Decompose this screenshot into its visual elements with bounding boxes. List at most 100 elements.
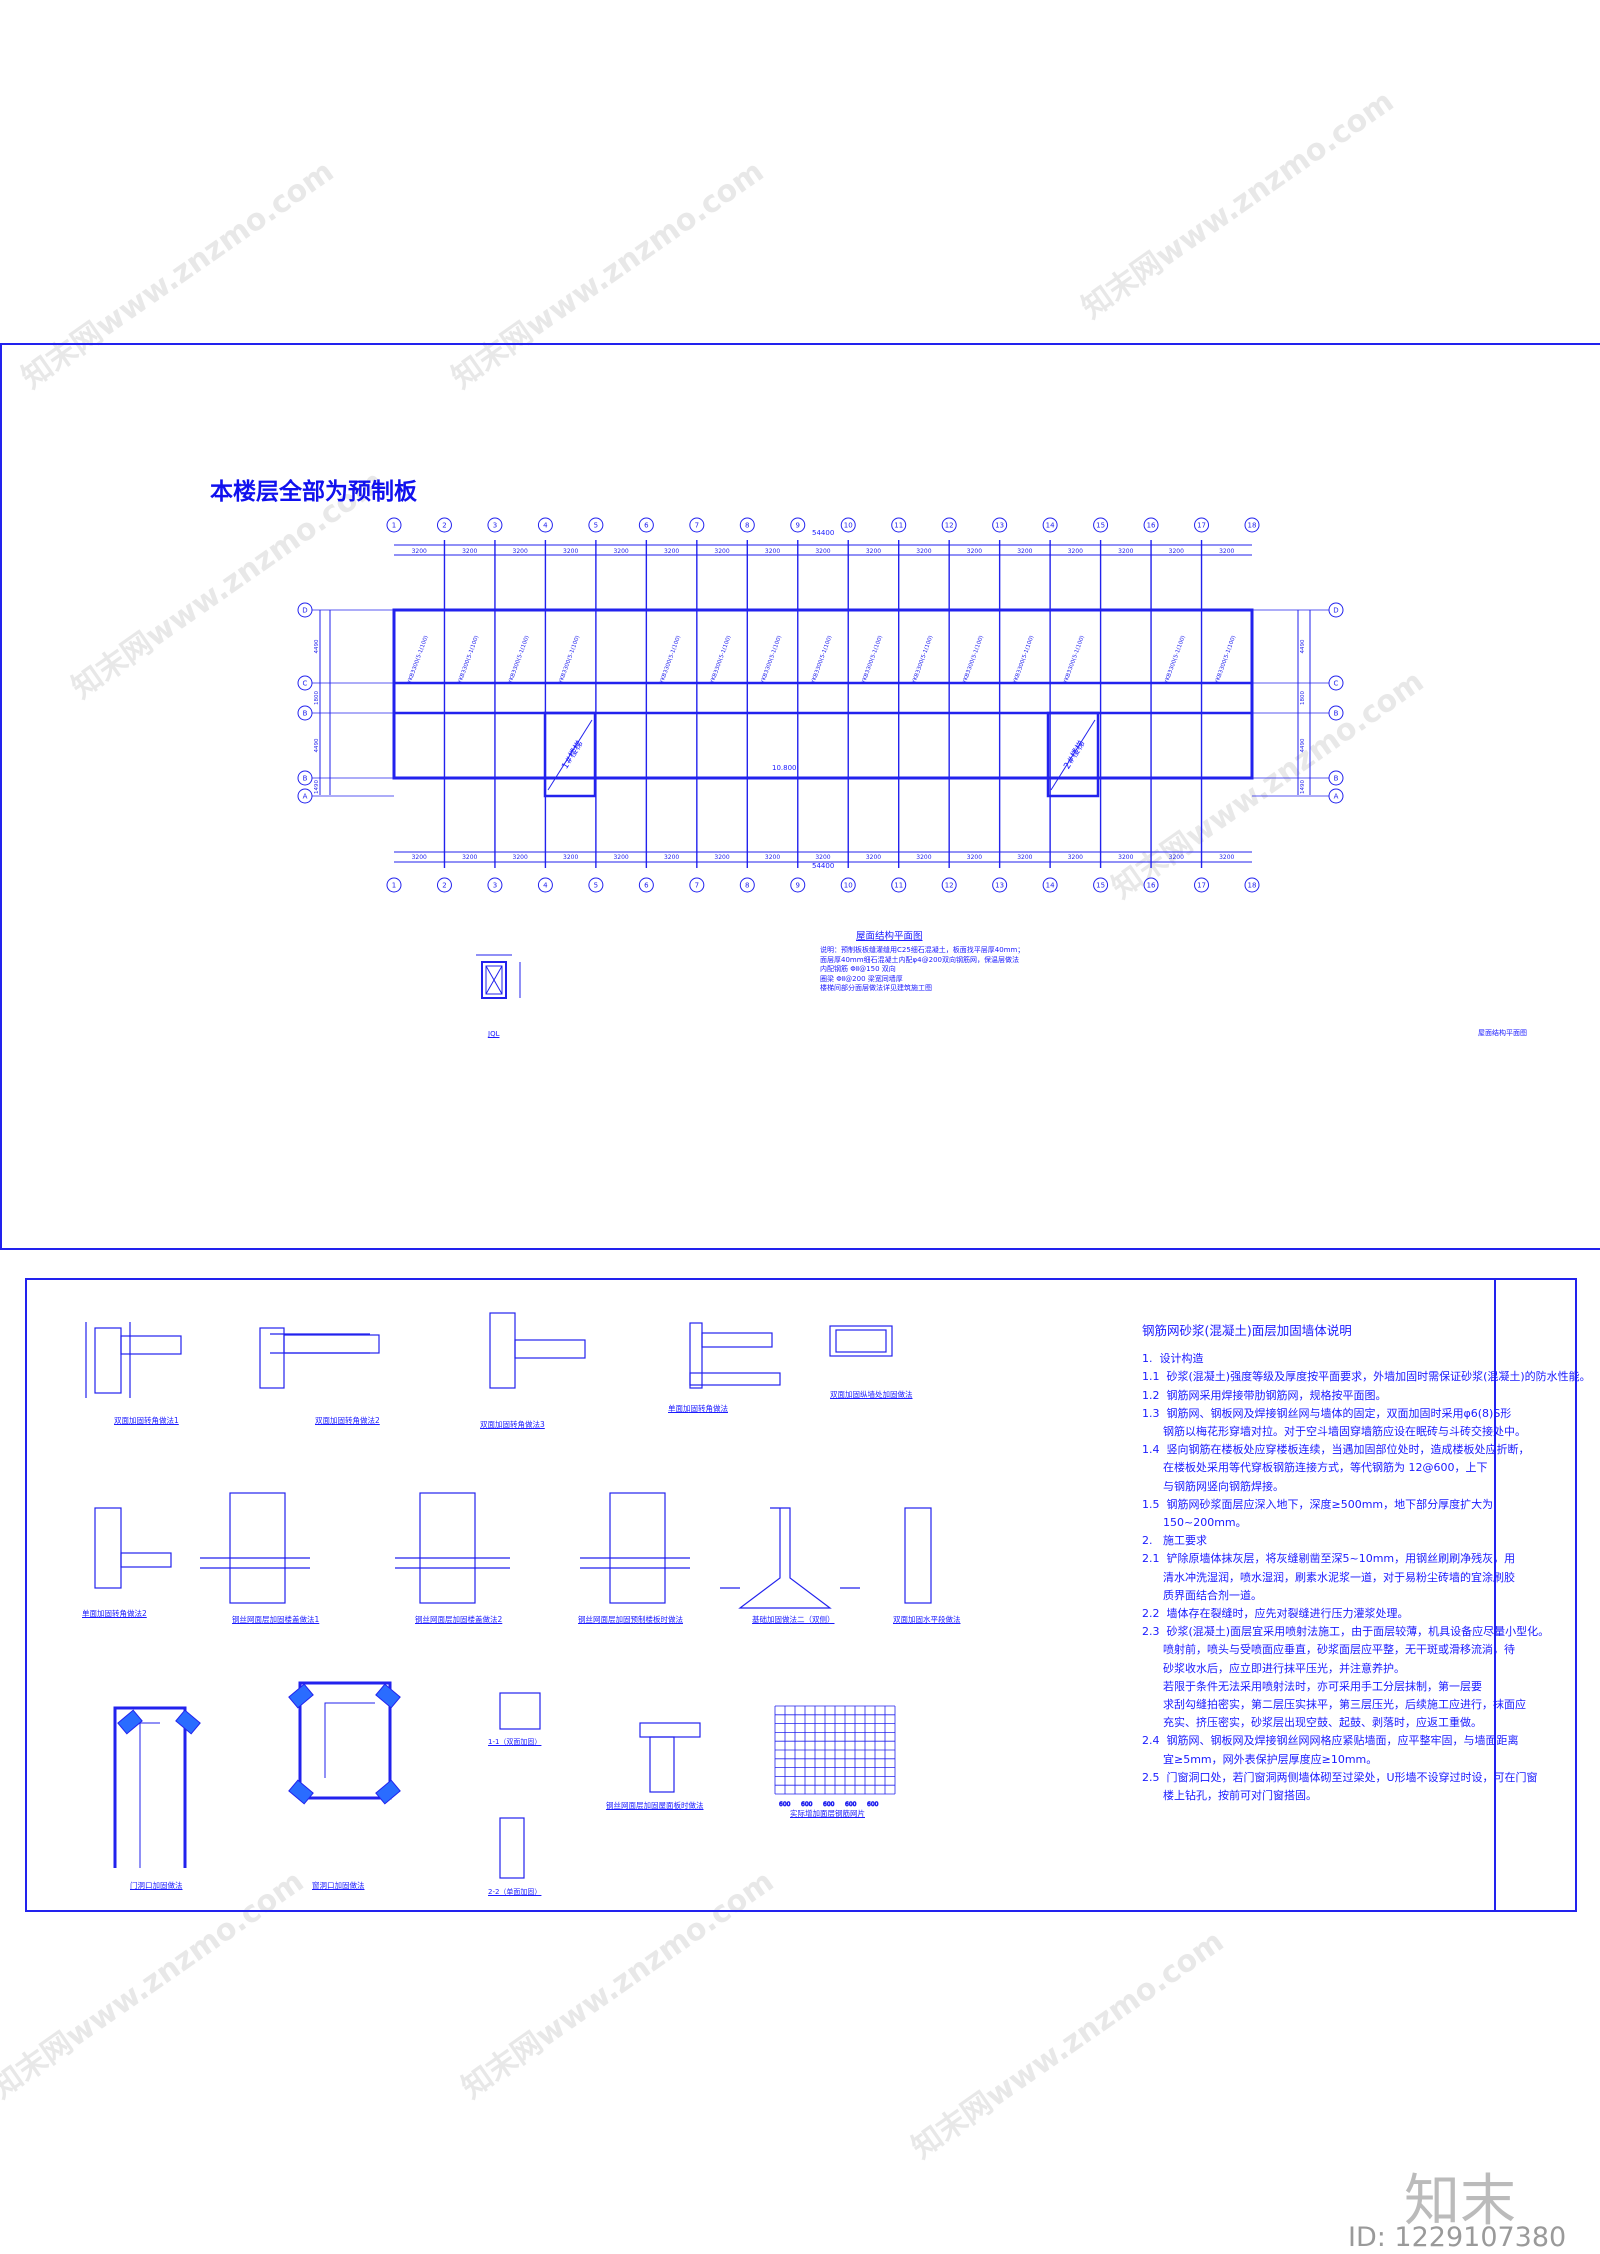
grid-bubble-label: 3: [493, 522, 497, 530]
grid-bubble: [739, 877, 755, 893]
bay-dimension: 3200: [1219, 548, 1234, 555]
bay-dimension: 3200: [1068, 548, 1083, 555]
plan-notes: 说明：预制板板缝灌缝用C25细石混凝土，板面找平层厚40mm； 面层厚40mm细…: [820, 946, 1024, 994]
grid-bubble: [1244, 877, 1260, 893]
row-bubble-label: A: [1334, 793, 1339, 801]
detail-caption: 双面加固纵墙处加固做法: [830, 1390, 913, 1399]
row-bubble: [297, 788, 313, 804]
grid-bubble: [739, 517, 755, 533]
detail-caption: 基础加固做法二（双侧）: [752, 1615, 835, 1624]
grid-bubble-label: 17: [1197, 882, 1206, 890]
bay-dimension: 3200: [916, 548, 931, 555]
grid-bubble: [537, 877, 553, 893]
grid-bubble: [386, 877, 402, 893]
grid-bubble: [1194, 517, 1210, 533]
grid-bubble-label: 5: [594, 522, 598, 530]
row-bubble-label: D: [302, 607, 307, 615]
watermark-text: 知末网www.znzmo.com: [905, 1923, 1231, 2166]
row-bubble-label: A: [303, 793, 308, 801]
detail-caption: 双面加固转角做法3: [480, 1420, 545, 1429]
grid-bubble-label: 10: [844, 882, 853, 890]
mesh-dimension: 600: [823, 1801, 835, 1808]
slab-label: YKB3300(5-1(100): [457, 635, 480, 686]
elevation-label: 10.800: [772, 764, 797, 772]
grid-bubble: [638, 877, 654, 893]
detail-caption: 钢丝网面层加固屋面板时做法: [606, 1801, 704, 1810]
plan-note-line: 楼梯间部分面层做法详见建筑施工图: [820, 984, 932, 993]
grid-bubble-label: 2: [442, 522, 446, 530]
note-line: 与钢筋网竖向钢筋焊接。: [1142, 1479, 1284, 1493]
note-line: 150~200mm。: [1142, 1516, 1247, 1530]
bay-dimension: 3200: [765, 548, 780, 555]
row-bubble: [297, 602, 313, 618]
bay-dimension: 3200: [967, 548, 982, 555]
mesh-dimension: 600: [779, 1801, 791, 1808]
bay-dimension: 3200: [714, 854, 729, 861]
note-line: 宜≥5mm，网外表保护层厚度应≥10mm。: [1142, 1752, 1378, 1766]
bay-dimension: 3200: [462, 548, 477, 555]
bay-dimension: 3200: [866, 854, 881, 861]
grid-bubble-label: 11: [894, 882, 903, 890]
note-line: 2.5 门窗洞口处，若门窗洞两侧墙体砌至过梁处，U形墙不设穿过时设，可在门窗: [1142, 1770, 1538, 1784]
slab-label: YKB3300(5-1(100): [911, 635, 934, 686]
grid-bubble-label: 6: [644, 522, 649, 530]
detail-caption: 2-2（单面加固）: [488, 1888, 542, 1896]
plan-title: 屋面结构平面图: [856, 931, 923, 942]
grid-bubble-label: 9: [796, 882, 800, 890]
roof-structure-plan: 1122334455667788991010111112121313141415…: [297, 517, 1344, 999]
grid-bubble: [537, 517, 553, 533]
note-line: 楼上钻孔，按前可对门窗搭固。: [1142, 1789, 1317, 1803]
row-bubble: [1328, 602, 1344, 618]
grid-bubble-label: 2: [442, 882, 446, 890]
bay-dimension: 3200: [513, 548, 528, 555]
row-bubble: [297, 770, 313, 786]
grid-bubble: [1143, 517, 1159, 533]
grid-bubble-label: 5: [594, 882, 598, 890]
slab-label: YKB3300(5-1(100): [861, 635, 884, 686]
grid-bubble-label: 7: [695, 882, 699, 890]
bay-dimension: 3200: [765, 854, 780, 861]
grid-bubble-label: 18: [1248, 882, 1257, 890]
grid-bubble: [891, 517, 907, 533]
slab-label: YKB3300(5-1(100): [962, 635, 985, 686]
bay-dimension: 3200: [563, 548, 578, 555]
note-line: 2.1 铲除原墙体抹灰层，将灰缝剔凿至深5~10mm，用钢丝刷刷净残灰，用: [1142, 1552, 1516, 1566]
row-bubble: [1328, 675, 1344, 691]
detail-caption: 1-1（双面加固）: [488, 1738, 542, 1746]
grid-bubble: [790, 517, 806, 533]
row-bubble: [1328, 788, 1344, 804]
detail-caption: 双面加固转角做法2: [315, 1416, 380, 1425]
bay-dimension: 3200: [866, 548, 881, 555]
row-bubble-label: B: [303, 775, 308, 783]
grid-bubble: [941, 517, 957, 533]
note-line: 2.3 砂浆(混凝土)面层宜采用喷射法施工，由于面层较薄，机具设备应尽量小型化。: [1142, 1625, 1550, 1639]
note-line: 1.4 竖向钢筋在楼板处应穿楼板连续，当遇加固部位处时，造成楼板处应折断，: [1142, 1443, 1530, 1457]
title-block-divider: [1494, 1278, 1496, 1912]
detail-caption: 钢丝网面层加固预制楼板时做法: [578, 1615, 683, 1624]
row-dimension: 4490: [314, 738, 320, 752]
section-label-jql: JQL: [488, 1030, 500, 1038]
mesh-dimension: 600: [801, 1801, 813, 1808]
page-title: 本楼层全部为预制板: [210, 479, 417, 505]
bay-dimension: 3200: [1219, 854, 1234, 861]
note-line: 钢筋以梅花形穿墙对拉。对于空斗墙固穿墙筋应设在眠砖与斗砖交接处中。: [1142, 1425, 1526, 1439]
slab-label: YKB3300(5-1(100): [406, 635, 429, 686]
row-bubble-label: D: [1333, 607, 1338, 615]
bay-dimension: 3200: [513, 854, 528, 861]
bay-dimension: 3200: [714, 548, 729, 555]
bay-dimension: 3200: [664, 854, 679, 861]
notes-title: 钢筋网砂浆(混凝土)面层加固墙体说明: [1142, 1323, 1352, 1338]
grid-bubble: [689, 877, 705, 893]
grid-bubble-label: 1: [392, 882, 396, 890]
grid-bubble-label: 3: [493, 882, 497, 890]
grid-bubble: [1244, 517, 1260, 533]
row-bubble-label: B: [303, 710, 308, 718]
grid-bubble: [487, 517, 503, 533]
grid-bubble-label: 7: [695, 522, 699, 530]
brand-watermark: 知末: [1404, 2169, 1516, 2234]
bay-dimension: 3200: [1118, 854, 1133, 861]
note-line: 1.2 钢筋网采用焊接带肋钢筋网，规格按平面图。: [1142, 1388, 1387, 1402]
grid-bubble: [992, 517, 1008, 533]
grid-bubble-label: 17: [1197, 522, 1206, 530]
grid-bubble: [840, 517, 856, 533]
